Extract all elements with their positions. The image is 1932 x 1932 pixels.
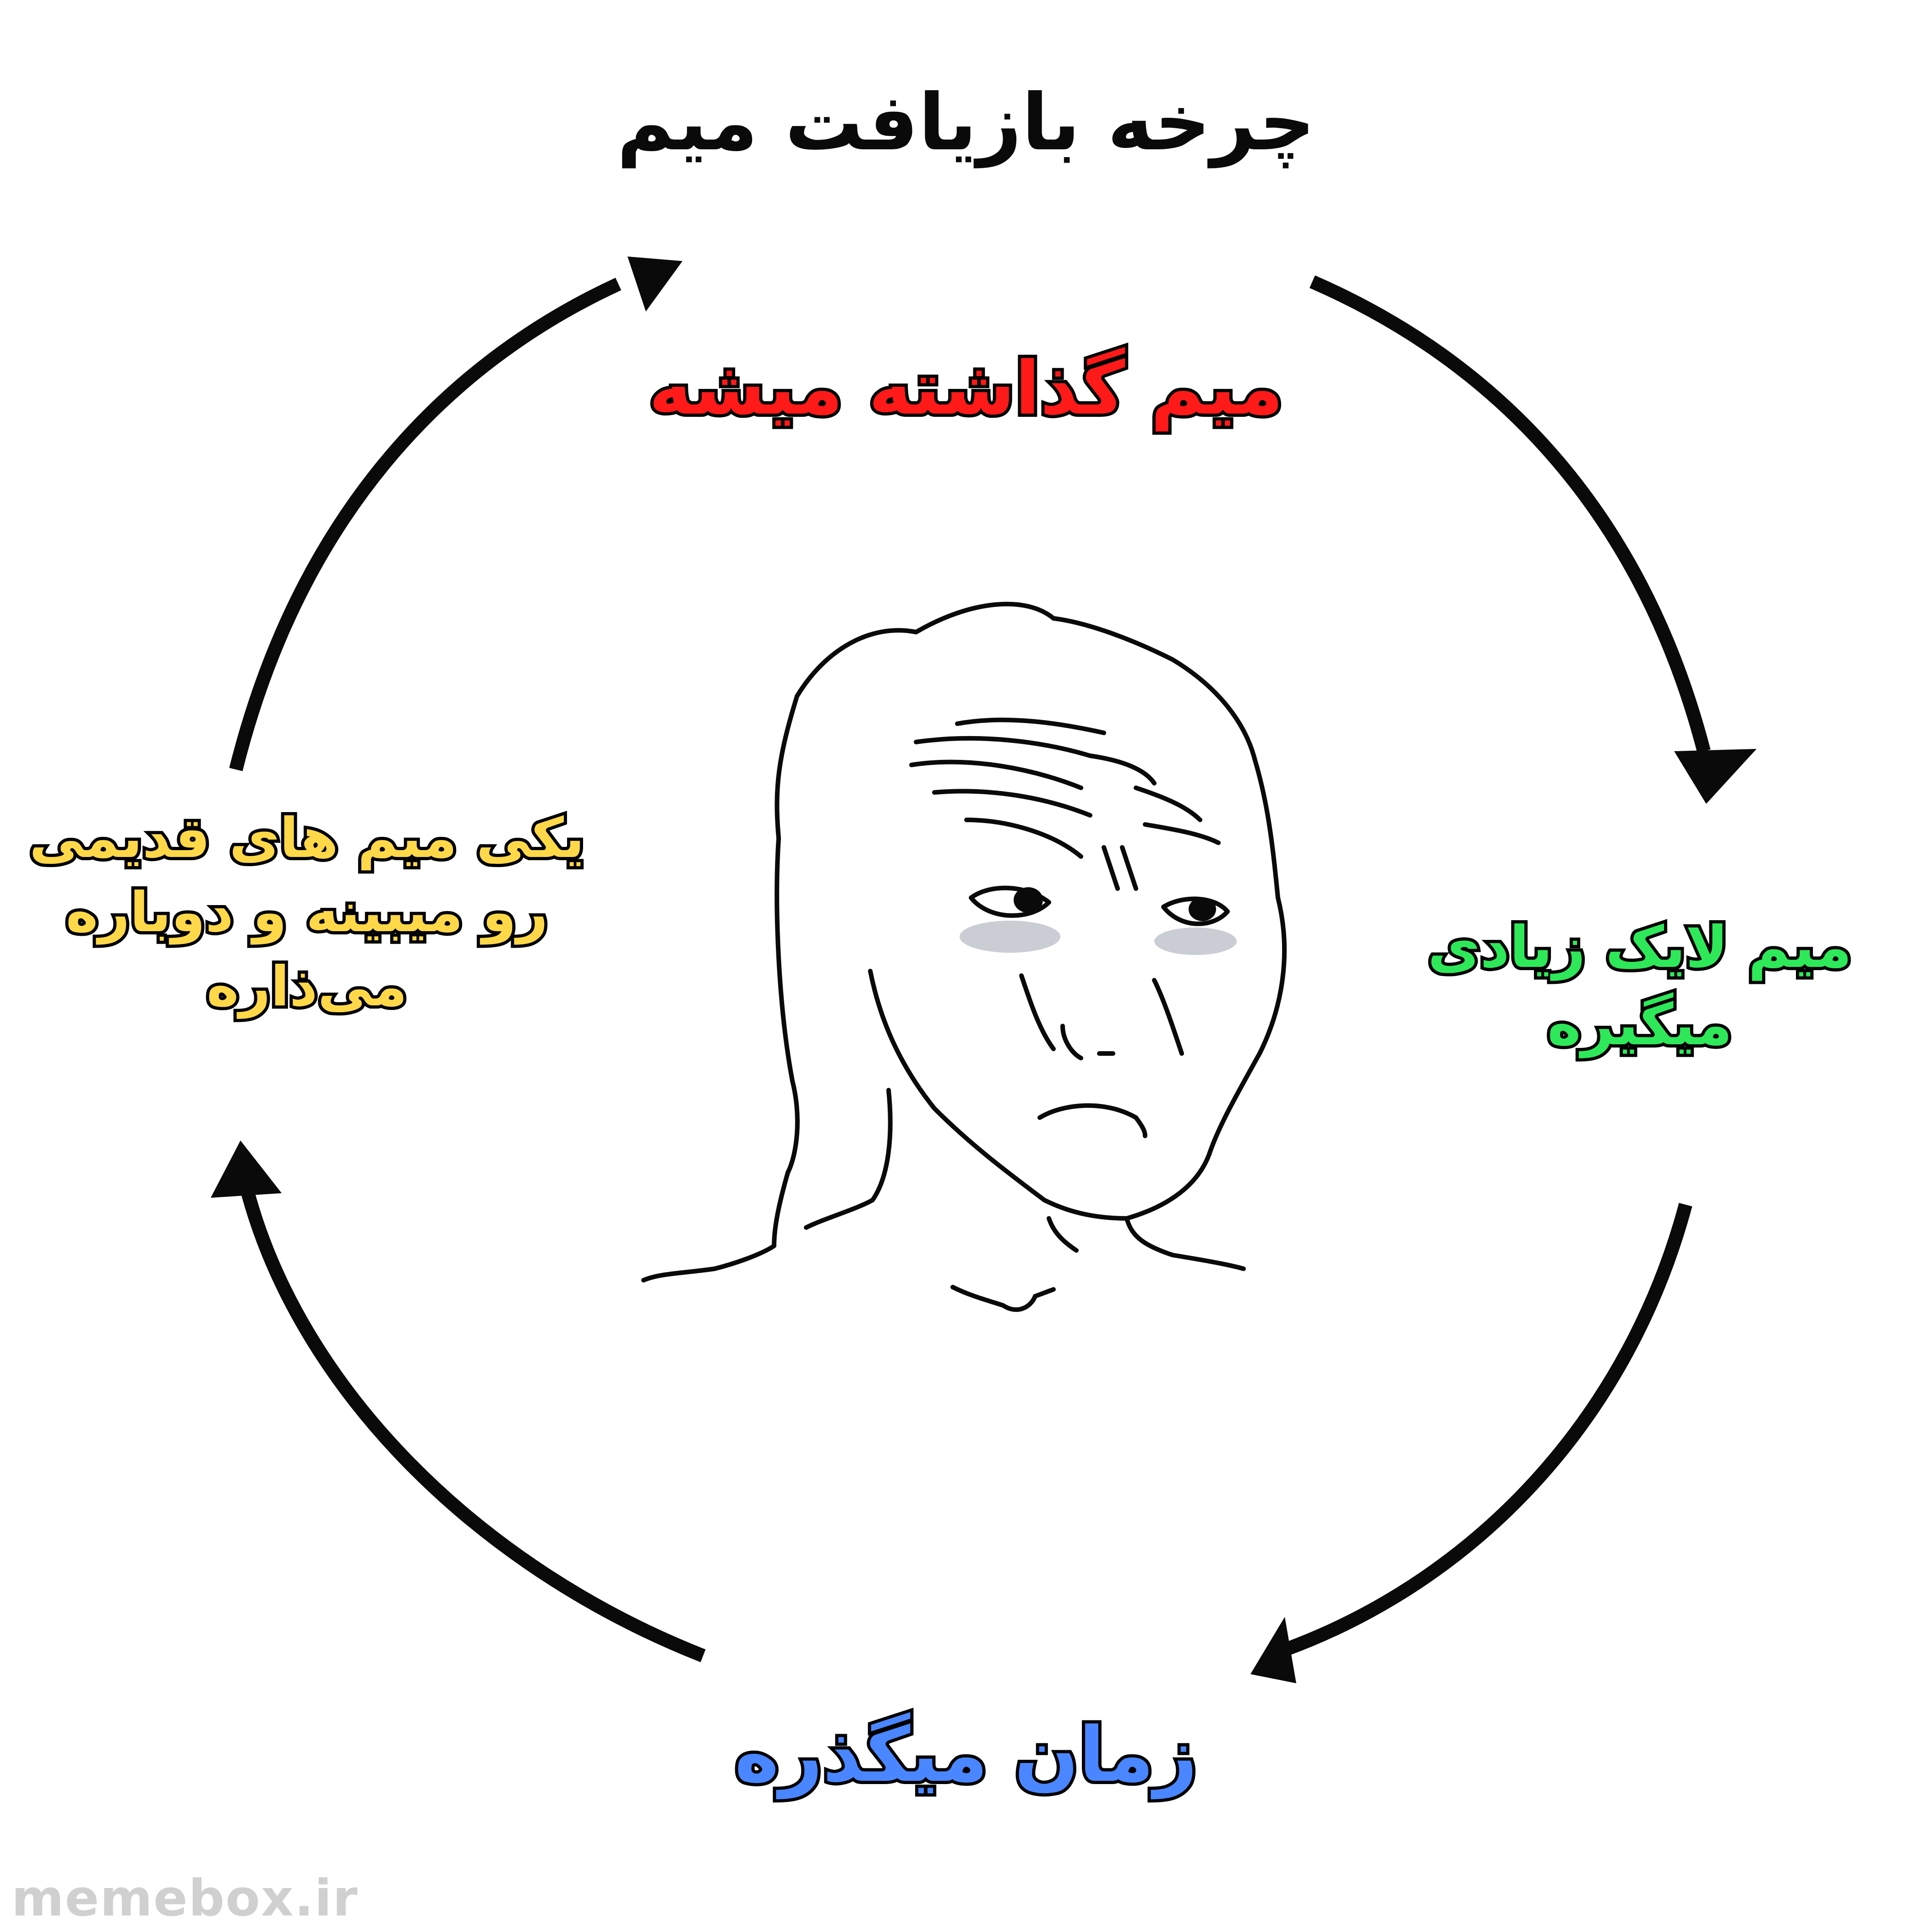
head-outline — [641, 694, 800, 1283]
arrow-left-to-top — [229, 278, 622, 771]
brow-furrow — [1102, 845, 1120, 891]
forehead-wrinkle-3 — [909, 759, 1083, 790]
cycle-step-time-passes: زمان میگذره — [731, 1708, 1201, 1802]
arrow-top-to-right — [1310, 275, 1711, 753]
forehead-wrinkle-5 — [1134, 786, 1202, 822]
arrow-bottom-to-left — [240, 1189, 706, 1662]
cycle-step-reposted: یکی میم های قدیمی رو میبینه و دوباره می‌… — [26, 803, 588, 1022]
mouth — [1037, 1103, 1138, 1120]
nose-right — [1152, 978, 1184, 1056]
mouth-corner — [1134, 1115, 1147, 1138]
right-brow — [1143, 822, 1221, 845]
left-pupil — [1014, 887, 1043, 913]
arrowhead-right — [1674, 749, 1757, 804]
wojak-sad-face-icon — [641, 601, 1287, 1312]
nostril — [1060, 1024, 1083, 1060]
left-eye-shadow — [960, 921, 1060, 953]
page-title: چرخه بازیافت میم — [617, 77, 1315, 168]
jaw — [868, 969, 1129, 1221]
forehead-wrinkle-2 — [914, 736, 1157, 786]
right-eye-shadow — [1154, 928, 1237, 955]
neck-left — [804, 1088, 893, 1230]
forehead-wrinkle-4 — [932, 789, 1092, 818]
collar-notch — [950, 1285, 1037, 1312]
arrowhead-top — [628, 257, 682, 311]
arrow-heads — [211, 257, 1757, 1683]
watermark-text: memebox.ir — [11, 1869, 359, 1927]
nose-left — [1019, 973, 1056, 1051]
right-pupil — [1189, 897, 1216, 921]
head-right-side — [1124, 895, 1287, 1221]
left-eye — [969, 885, 1051, 918]
arrowhead-left — [211, 1141, 282, 1198]
right-eye — [1161, 896, 1230, 926]
cycle-arrows — [229, 275, 1711, 1662]
cycle-step-liked: میم لایک زیادی میگیره — [1424, 911, 1855, 1061]
head-top — [795, 601, 1280, 900]
arrowhead-bottom — [1250, 1617, 1296, 1683]
forehead-wrinkle-1 — [955, 717, 1106, 735]
eye-details — [960, 887, 1237, 955]
cycle-step-posted: میم گذاشته میشه — [645, 342, 1286, 434]
brow-furrow-2 — [1120, 845, 1138, 891]
arrow-right-to-bottom — [1284, 1203, 1692, 1656]
left-brow — [964, 818, 1083, 859]
collar-right — [1033, 1287, 1056, 1299]
neck-right — [1124, 1216, 1246, 1271]
chin-dimple — [1047, 1216, 1079, 1253]
